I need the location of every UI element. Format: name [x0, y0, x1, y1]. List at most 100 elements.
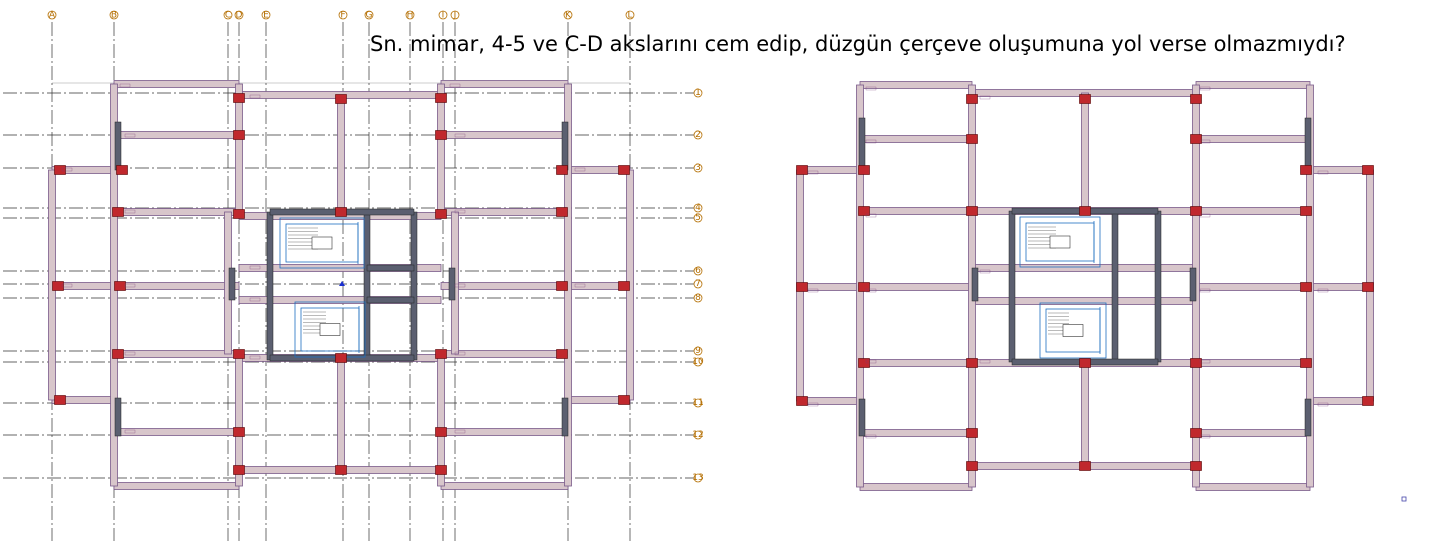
column — [233, 465, 245, 475]
axis-circle — [438, 10, 448, 20]
beam — [859, 135, 973, 143]
shear-wall — [1154, 210, 1162, 363]
beam-label — [1317, 288, 1329, 293]
beam-label — [454, 283, 466, 288]
column — [1190, 461, 1202, 471]
beam-label — [574, 283, 586, 288]
axis-circle — [693, 357, 703, 367]
axis-label: H — [407, 11, 414, 21]
beam-label — [865, 139, 877, 144]
axis-label: 3 — [695, 163, 701, 173]
axis-label: L — [627, 11, 632, 21]
beam-label — [454, 209, 466, 214]
beam — [113, 482, 240, 490]
beam-label — [807, 170, 819, 175]
beam — [971, 264, 1197, 272]
beam-label — [249, 265, 261, 270]
column — [1190, 206, 1202, 216]
beam — [859, 283, 973, 291]
beam-label — [865, 213, 877, 218]
column — [1300, 358, 1312, 368]
horizontal-axis-bubble: 10 — [692, 357, 704, 367]
axis-label: G — [366, 11, 373, 21]
beam-label — [1199, 288, 1211, 293]
beam — [799, 166, 861, 174]
beam — [337, 357, 345, 471]
shear-wall — [366, 296, 415, 304]
beam-label — [1317, 170, 1329, 175]
question-title: Sn. mimar, 4-5 ve C-D akslarını cem edip… — [370, 32, 1346, 56]
horizontal-axis-bubble: 1 — [693, 88, 703, 98]
axis-circle — [693, 266, 703, 276]
column — [966, 358, 978, 368]
axis-label: I — [442, 11, 445, 21]
horizontal-axis-bubble: 13 — [692, 473, 703, 483]
beam-label — [865, 434, 877, 439]
vertical-axis-bubble: B — [109, 11, 119, 21]
beam — [113, 282, 240, 290]
beam — [859, 483, 973, 491]
shear-wall — [1304, 398, 1312, 437]
column — [54, 395, 66, 405]
shear-wall — [1008, 210, 1016, 363]
stair-outline — [1019, 216, 1101, 268]
origin-marker — [339, 281, 345, 286]
beam — [1195, 483, 1311, 491]
beam-label — [249, 355, 261, 360]
axis-circle — [693, 213, 703, 223]
column — [335, 465, 347, 475]
beam — [1309, 166, 1371, 174]
column — [112, 207, 124, 217]
beam-label — [124, 133, 136, 138]
column — [116, 165, 128, 175]
axis-label: F — [340, 11, 345, 21]
column — [618, 395, 630, 405]
axis-circle — [693, 203, 703, 213]
beam — [437, 83, 445, 213]
column — [1079, 358, 1091, 368]
beam — [440, 208, 569, 216]
beam-label — [249, 94, 261, 99]
beam — [235, 83, 243, 213]
beam-label — [1199, 213, 1211, 218]
vertical-axis-bubble: A — [47, 10, 57, 21]
axis-label: A — [49, 11, 56, 21]
beam — [440, 350, 569, 358]
axis-circle — [47, 10, 57, 20]
beam — [971, 297, 1197, 305]
column — [233, 209, 245, 219]
stair-core — [1049, 235, 1071, 249]
column — [1079, 206, 1091, 216]
column — [618, 165, 630, 175]
axis-circle — [693, 430, 703, 440]
axis-circle — [223, 10, 233, 20]
beam-label — [119, 83, 131, 88]
axis-circle — [693, 346, 703, 356]
column — [435, 349, 447, 359]
column — [1362, 396, 1374, 406]
beam — [859, 359, 973, 367]
column — [233, 349, 245, 359]
beam-label — [124, 351, 136, 356]
axis-label: 6 — [695, 266, 701, 276]
column — [435, 427, 447, 437]
beam — [238, 296, 442, 304]
axis-label: 5 — [695, 213, 701, 223]
beam-label — [979, 95, 991, 100]
shear-wall — [561, 397, 569, 437]
vertical-axis-bubble: I — [438, 10, 448, 21]
column — [556, 349, 568, 359]
beam-label — [807, 288, 819, 293]
axis-circle — [261, 10, 271, 20]
horizontal-axis-bubble: 5 — [693, 213, 703, 223]
beam-label — [124, 209, 136, 214]
column — [1190, 94, 1202, 104]
beam-label — [1317, 402, 1329, 407]
horizontal-axis-bubble: 3 — [693, 163, 703, 173]
vertical-axis-bubble: F — [338, 11, 348, 21]
horizontal-axis-bubble: 4 — [693, 203, 703, 213]
horizontal-axis-bubble: 8 — [693, 293, 703, 303]
shear-wall — [1304, 117, 1312, 171]
